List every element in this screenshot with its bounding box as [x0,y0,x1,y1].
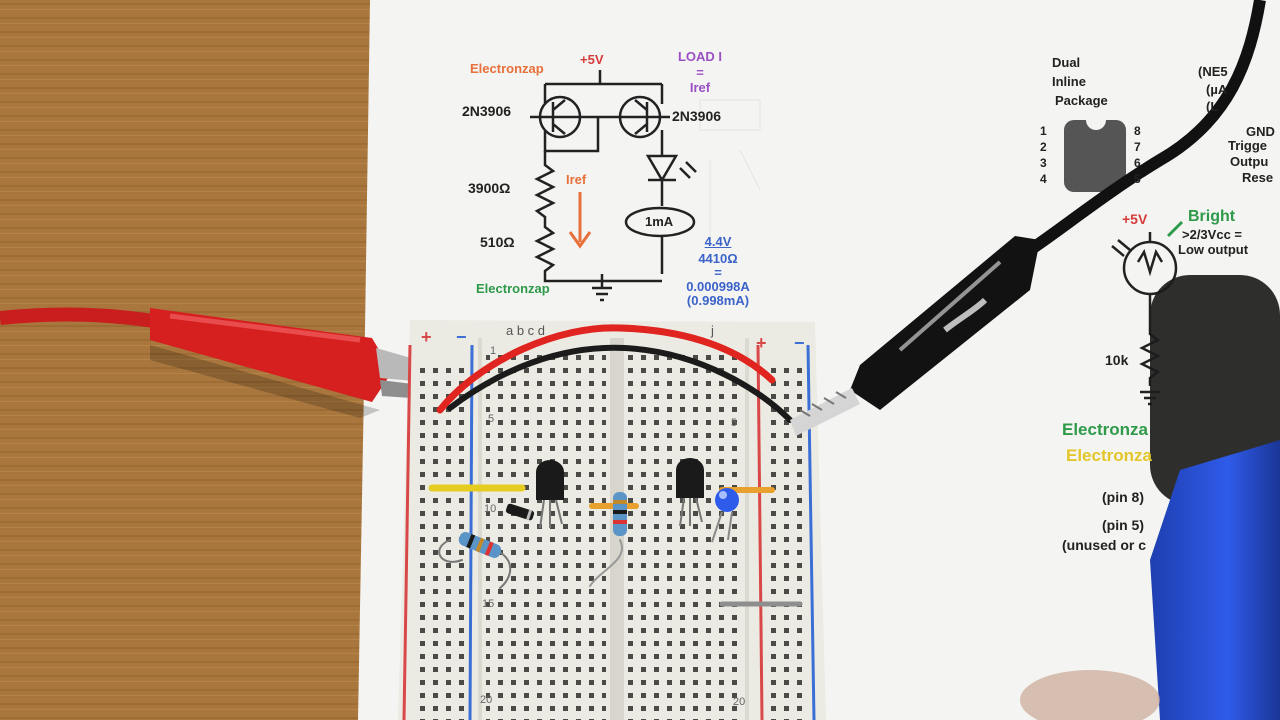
vcc-note: >2/3Vcc = [1182,227,1242,242]
row-number-20-right: 20 [733,696,746,708]
pin-right-7: 7 [1134,140,1141,154]
faint-backprint [699,99,761,240]
row-number-15: 15 [482,598,495,610]
dip-label-1: Dual [1052,55,1081,70]
calc-milliamps: (0.998mA) [686,293,750,308]
schematic-brand-bottom: Electronzap [476,281,550,296]
right-supply-label: +5V [1122,211,1148,227]
rail-minus-right: − [794,333,805,353]
bright-label: Bright [1188,208,1236,225]
load-current-label-2: = [696,65,704,80]
dip-chip-drawing [1064,120,1184,406]
pin-left-1: 1 [1040,124,1047,138]
right-resistor-label: 10k [1105,352,1129,368]
load-current-label-1: LOAD I [677,49,723,64]
func-reset: Rese [1242,170,1274,185]
column-letters: a b c d [506,323,546,338]
pin8-note: (pin 8) [1102,489,1144,505]
schematic-drawing [530,70,697,302]
func-gnd: GND [1246,124,1275,139]
transistor-left-label: 2N3906 [462,103,512,119]
right-brand-yellow: Electronza [1066,446,1152,465]
pin-left-4: 4 [1040,172,1047,186]
func-trigger: Trigge [1228,138,1268,153]
rail-minus-left: − [456,327,467,347]
resistor-510-label: 510Ω [480,234,515,250]
row-number-10: 10 [484,503,497,515]
calc-numerator: 4.4V [704,234,732,249]
func-output: Outpu [1230,154,1269,169]
part-number-2: (µA [1206,82,1228,97]
iref-arrow [568,192,592,249]
row-number-5-right: 5 [731,417,738,429]
resistor-3900-label: 3900Ω [468,180,511,196]
row-number-20-left: 20 [480,694,493,706]
pin5-note: (pin 5) [1102,517,1144,533]
schematic-brand-top: Electronzap [470,61,544,76]
jumper-wires [428,324,803,607]
dip-label-3: Package [1055,93,1108,108]
rail-plus-right: + [756,333,767,353]
column-letter-j: j [711,323,714,338]
low-output-note: Low output [1178,242,1249,257]
blue-foreground-object [1020,275,1280,720]
calc-amps: 0.000998A [686,279,750,294]
breadboard [398,320,826,720]
unused-note: (unused or c [1062,537,1147,553]
pin-right-6: 6 [1134,156,1141,170]
calc-equals: = [714,265,722,280]
calc-denominator: 4410Ω [698,251,738,266]
row-number-1: 1 [490,345,497,357]
iref-label: Iref [566,172,587,187]
rail-plus-left: + [421,327,432,347]
pin-right-8: 8 [1134,124,1141,138]
dip-label-2: Inline [1052,74,1086,89]
components [458,458,739,558]
right-brand-green: Electronza [1062,420,1148,439]
meter-label: 1mA [645,214,674,229]
transistor-right-label: 2N3906 [672,108,722,124]
row-number-5-left: 5 [488,413,495,425]
black-probe [790,0,1266,436]
part-number-1: (NE5 [1198,64,1228,79]
part-number-3: (L [1206,99,1219,114]
pin-left-2: 2 [1040,140,1047,154]
schematic-supply-label: +5V [580,52,604,67]
pin-left-3: 3 [1040,156,1047,170]
pin-right-5: 5 [1134,172,1141,186]
load-current-label-3: Iref [689,80,711,95]
